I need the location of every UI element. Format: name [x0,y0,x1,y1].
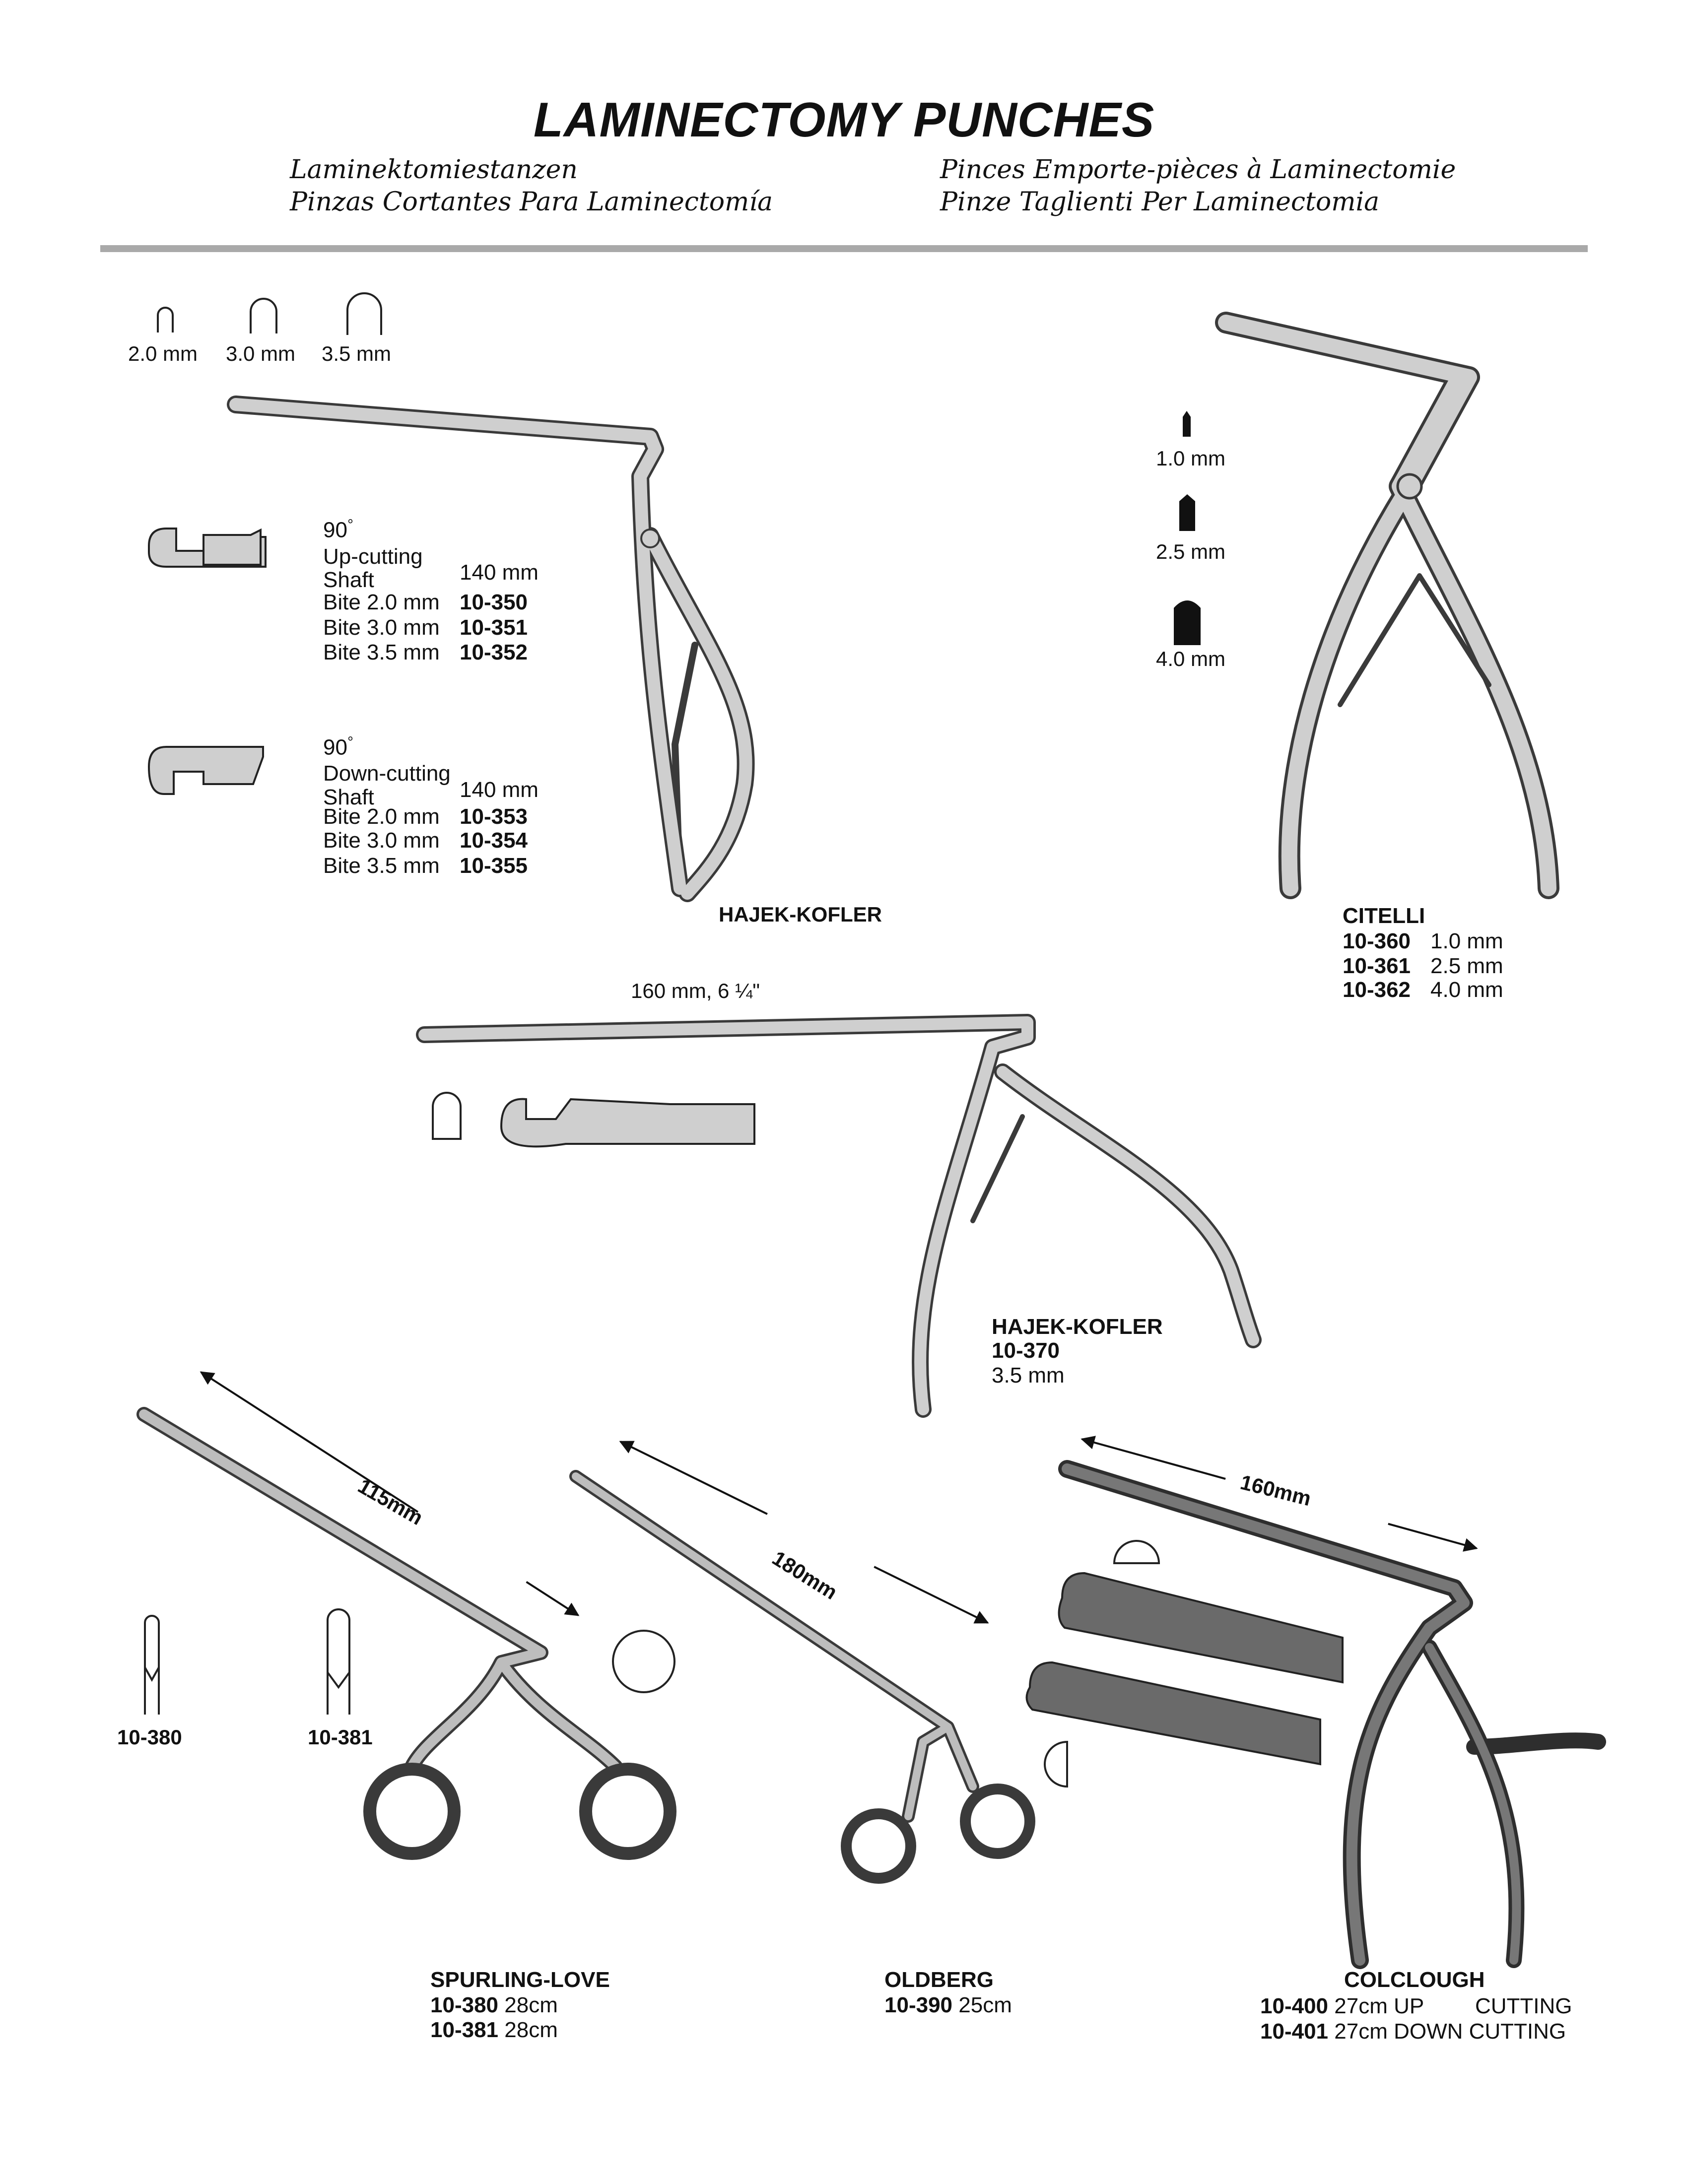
product-code: 10-400 [1260,1994,1329,2018]
subtitle-german: Laminektomiestanzen [290,155,578,185]
bite-35mm-icon [346,292,382,335]
oldberg-tip-circle-icon [612,1630,675,1693]
page-title: LAMINECTOMY PUNCHES [533,92,1155,147]
product-code: 10-390 [884,1993,953,2017]
bite-label: Bite 3.0 mm [323,615,440,640]
product-code: 10-350 [460,590,528,614]
size: 3.5 mm [992,1363,1065,1388]
product-name-colclough: COLCLOUGH [1344,1968,1485,1992]
shaft-label: Shaft [323,785,374,809]
subtitle-french: Pinces Emporte-pièces à Laminectomie [940,155,1456,185]
bite-label: Bite 2.0 mm [323,590,440,614]
bite-2mm-icon [157,307,174,332]
spurling-love-instrument [136,1407,676,1860]
bite-label: Bite 3.5 mm [323,640,440,664]
product-code: 10-381 [430,2018,499,2042]
shaft-label: Shaft [323,568,374,592]
tip-size-label: 1.0 mm [1156,447,1226,470]
shaft-value: 140 mm [460,778,539,802]
hajek-kofler-instrument [227,396,755,902]
product-code: 10-353 [460,804,528,829]
oldberg-instrument [569,1470,1035,1884]
size: 27cm DOWN CUTTING [1334,2019,1566,2044]
bite-size-label: 2.0 mm [128,342,198,365]
product-name-oldberg: OLDBERG [884,1968,994,1992]
product-code: 10-352 [460,640,528,664]
bite-size-label: 3.0 mm [226,342,296,365]
tip-code-label: 10-381 [308,1725,373,1749]
colclough-tip-details [1025,1540,1344,1788]
degree-symbol: ° [347,517,353,533]
bite-3mm-icon [250,298,277,333]
hajek-kofler-2-tip-detail [432,1092,755,1148]
length-label: 160 mm, 6 ¼" [631,979,760,1002]
product-name-citelli: CITELLI [1343,904,1425,928]
size: 1.0 mm [1430,929,1503,953]
down-cutting-tip-illustration [147,746,264,795]
size: 25cm [958,1993,1012,2017]
product-code: 10-380 [430,1993,499,2017]
cutting-label: CUTTING [1475,1994,1572,2018]
tip-size-label: 2.5 mm [1156,540,1226,563]
product-code: 10-401 [1260,2019,1329,2044]
product-code: 10-360 [1343,929,1411,953]
spurling-love-tip-icons [144,1608,350,1715]
product-name-hajek-kofler-2: HAJEK-KOFLER [992,1315,1163,1339]
cutting-type: Up-cutting [323,544,423,569]
size: 4.0 mm [1430,978,1503,1002]
size: 2.5 mm [1430,954,1503,978]
product-code: 10-355 [460,854,528,878]
cutting-type: Down-cutting [323,761,451,786]
subtitle-italian: Pinze Taglienti Per Laminectomia [940,187,1380,217]
angle: 90 [323,518,347,542]
product-code: 10-362 [1343,978,1411,1002]
tip-code-label: 10-380 [117,1725,182,1749]
dimension-arrows [200,1371,1478,1624]
product-code: 10-351 [460,615,528,640]
colclough-instrument [1058,1460,1606,1969]
size: 27cm UP [1334,1994,1424,2018]
shaft-value: 140 mm [460,560,539,585]
product-code: 10-361 [1343,954,1411,978]
product-code: 10-354 [460,828,528,853]
bite-size-icons [157,292,382,335]
product-name-hajek-kofler: HAJEK-KOFLER [719,903,882,926]
subtitle-spanish: Pinzas Cortantes Para Laminectomía [290,187,773,217]
angle: 90 [323,735,347,760]
bite-label: Bite 2.0 mm [323,804,440,829]
size: 28cm [504,2018,558,2042]
citelli-instrument [1215,312,1559,899]
product-code: 10-370 [992,1338,1060,1363]
size: 28cm [504,1993,558,2017]
product-name-spurling-love: SPURLING-LOVE [430,1968,610,1992]
bite-label: Bite 3.5 mm [323,854,440,878]
degree-symbol: ° [347,734,353,750]
hajek-kofler-2-instrument [416,1014,1262,1418]
header-divider [100,245,1588,252]
tip-size-label: 4.0 mm [1156,647,1226,670]
bite-label: Bite 3.0 mm [323,828,440,853]
up-cutting-tip-illustration [148,528,267,568]
bite-size-label: 3.5 mm [322,342,392,365]
citelli-tip-icons [1174,411,1201,645]
